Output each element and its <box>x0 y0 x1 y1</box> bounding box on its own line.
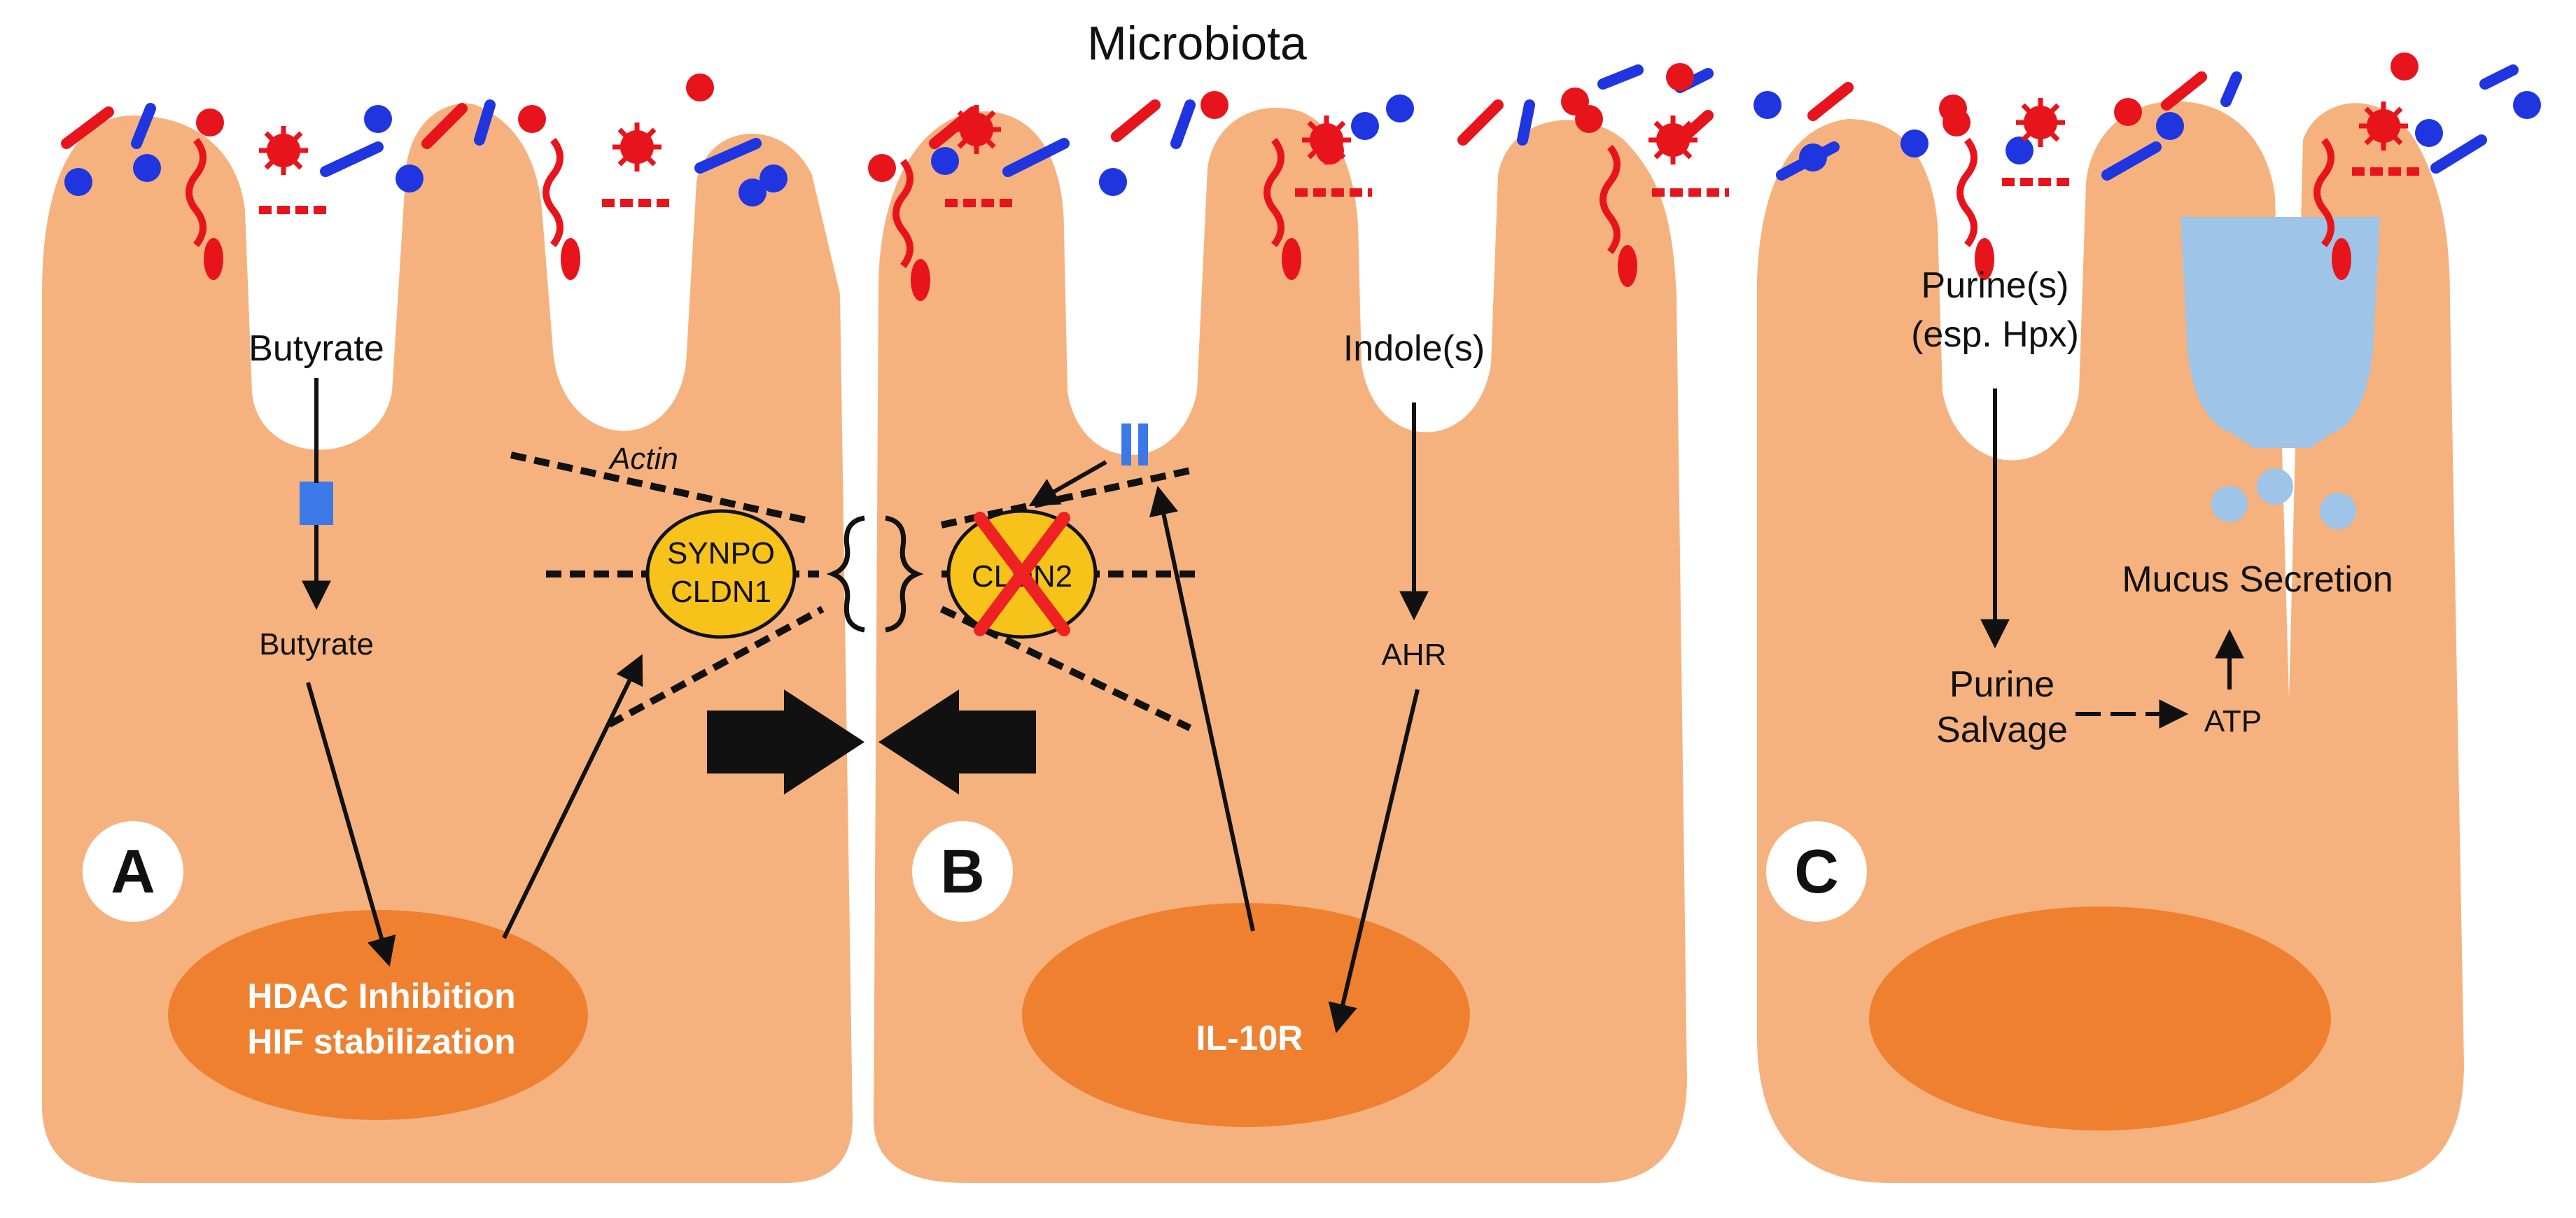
arrow-il10r-to-receptor <box>1149 485 1255 932</box>
purine-label-line2: (esp. Hpx) <box>1911 314 2079 355</box>
butyrate-transporter <box>300 482 333 525</box>
panel-letter-c-badge <box>1766 821 1867 922</box>
nucleus-a-line2: HIF stabilization <box>247 1022 515 1061</box>
il10r-label: IL-10R <box>1196 1018 1303 1058</box>
atp-label: ATP <box>2204 704 2262 738</box>
butyrate-cell-label: Butyrate <box>259 627 374 662</box>
junction-protein-a-line1: SYNPO <box>667 536 775 570</box>
arrow-ahr-to-nucleus <box>1328 689 1420 1034</box>
panel-letter-b: B <box>940 836 985 906</box>
ahr-label: AHR <box>1382 638 1447 672</box>
nucleus-c <box>1869 906 2331 1130</box>
cldn2-cross-icon <box>974 512 1070 636</box>
arrow-receptor-to-cldn2 <box>1028 460 1107 507</box>
epithelial-cell-c <box>1757 101 2464 1183</box>
microbiota-cluster <box>61 52 2541 301</box>
arrow-nucleus-to-junction <box>502 654 643 939</box>
junction-protein-synpo-cldn1 <box>645 509 797 639</box>
mucus-droplet <box>2211 486 2248 522</box>
goblet-mucus <box>2180 217 2380 448</box>
purine-label-line1: Purine(s) <box>1921 265 2069 306</box>
panel-letter-b-badge <box>912 821 1013 922</box>
epithelial-cell-b <box>874 107 1687 1184</box>
arrow-butyrate-to-nucleus <box>306 682 396 967</box>
purine-salvage-line1: Purine <box>1949 664 2054 705</box>
panel-letter-c: C <box>1794 836 1839 906</box>
il10r-receptor-bar <box>1121 424 1131 465</box>
actin-label: Actin <box>608 442 678 476</box>
diagram-title: Microbiota <box>1087 17 1307 70</box>
tight-junction-bracket-right <box>885 515 924 633</box>
junction-protein-a-line2: CLDN1 <box>671 575 771 609</box>
epithelial-cell-a <box>42 103 853 1183</box>
nucleus-a-line1: HDAC Inhibition <box>247 976 515 1016</box>
tight-junction-bracket-left <box>826 515 865 633</box>
indole-label: Indole(s) <box>1343 328 1485 369</box>
nucleus-b <box>1022 903 1470 1127</box>
mucus-droplet <box>2320 493 2356 529</box>
converging-arrow-left <box>707 690 864 794</box>
panel-letter-a: A <box>111 836 155 906</box>
il10r-receptor-bar <box>1138 424 1148 465</box>
butyrate-lumen-label: Butyrate <box>248 328 384 369</box>
mucus-droplet <box>2257 468 2293 505</box>
mucus-secretion-label: Mucus Secretion <box>2122 559 2393 600</box>
converging-arrow-right <box>878 690 1036 794</box>
purine-salvage-line2: Salvage <box>1936 710 2068 750</box>
nucleus-a <box>168 910 588 1120</box>
panel-letter-a-badge <box>83 821 183 922</box>
